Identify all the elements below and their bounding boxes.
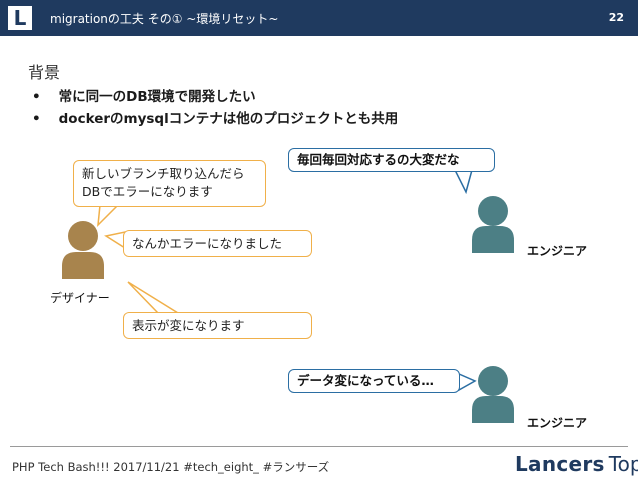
brand-suffix: Top <box>608 452 638 476</box>
bullet-item: dockerのmysqlコンテナは他のプロジェクトとも共用 <box>32 108 399 130</box>
engineer-person-icon <box>472 366 514 423</box>
footer-text: PHP Tech Bash!!! 2017/11/21 #tech_eight_… <box>12 460 330 474</box>
section-title: 背景 <box>28 63 61 82</box>
footer-divider <box>10 446 628 447</box>
bubble-tail <box>97 204 120 228</box>
slide-header: L migrationの工夫 その① ~環境リセット~ 22 <box>0 0 638 36</box>
engineer-speech-bubble: データ変になっている… <box>288 369 460 393</box>
bullet-list: 常に同一のDB環境で開発したい dockerのmysqlコンテナは他のプロジェク… <box>32 86 399 130</box>
bullet-item: 常に同一のDB環境で開発したい <box>32 86 398 108</box>
designer-speech-bubble: 表示が変になります <box>123 312 312 339</box>
engineer-speech-bubble: 毎回毎回対応するの大変だな <box>288 148 495 172</box>
bubble-tail <box>453 169 473 195</box>
slide-title: migrationの工夫 その① ~環境リセット~ <box>50 12 279 26</box>
designer-speech-bubble: なんかエラーになりました <box>123 230 312 257</box>
engineer-label: エンジニア <box>527 416 588 430</box>
lancers-logo-icon: L <box>8 6 32 30</box>
bubble-tail <box>127 281 181 314</box>
designer-person-icon <box>62 221 104 279</box>
designer-speech-bubble: 新しいブランチ取り込んだら DBでエラーになります <box>73 160 266 207</box>
page-number: 22 <box>608 11 624 24</box>
designer-label: デザイナー <box>50 291 110 305</box>
engineer-label: エンジニア <box>527 244 588 258</box>
bubble-tail <box>458 372 477 392</box>
brand-name: Lancers <box>515 452 605 476</box>
engineer-person-icon <box>472 196 514 253</box>
